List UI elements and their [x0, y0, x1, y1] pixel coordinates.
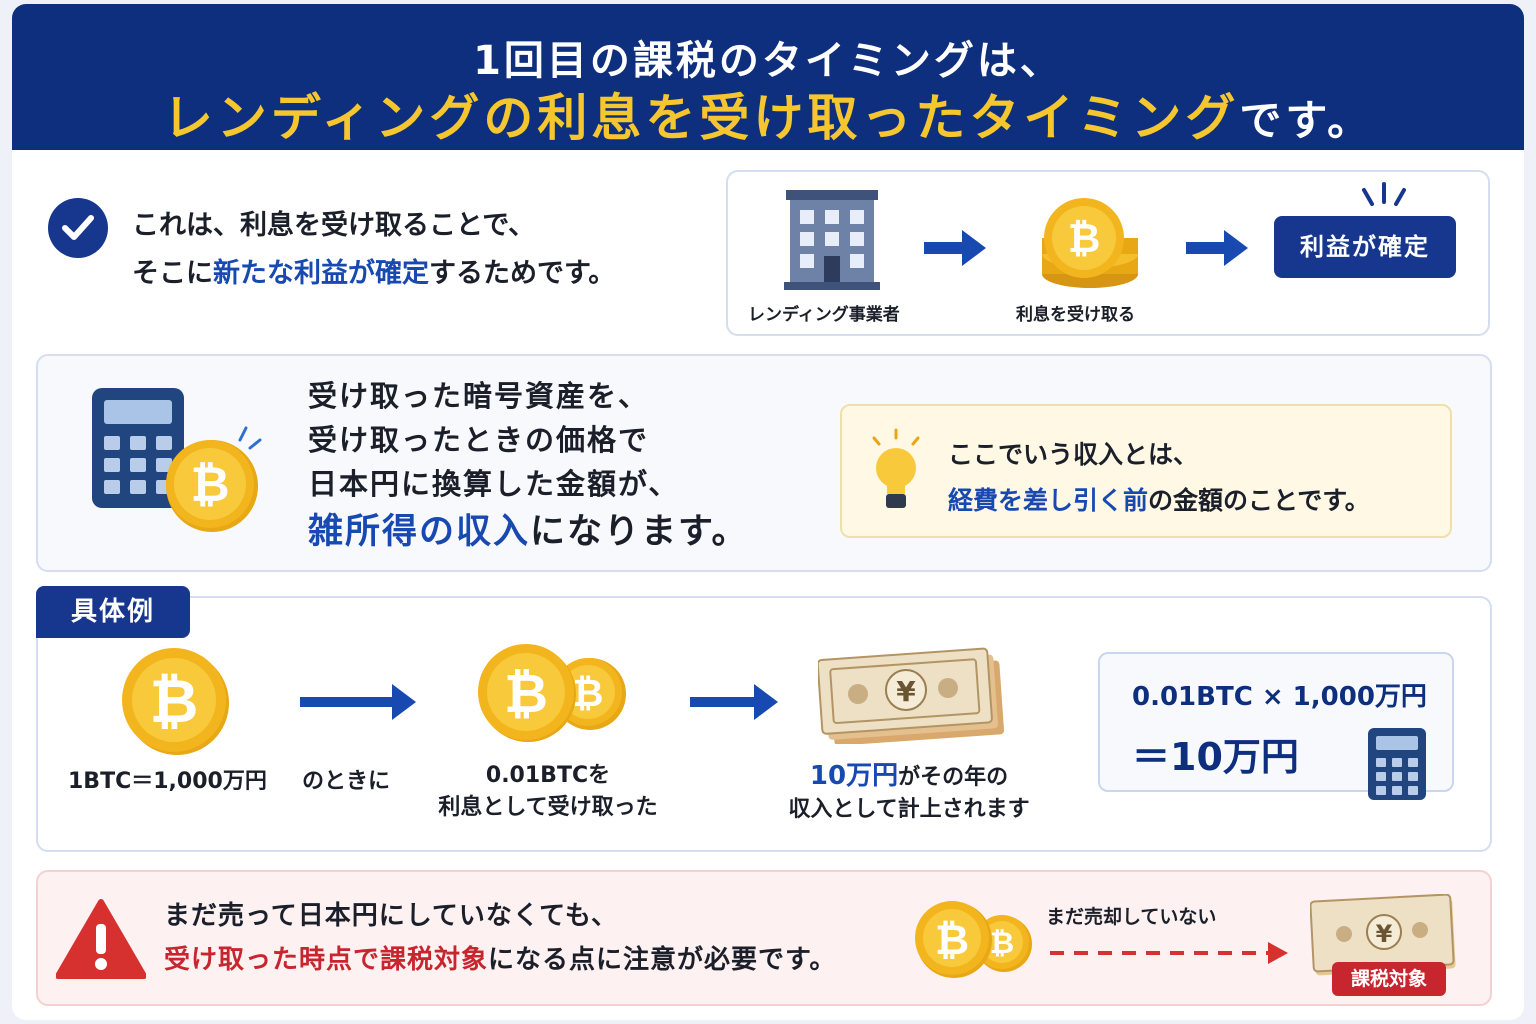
income-result-line2: 収入として計上されます [788, 797, 1030, 822]
taxable-badge: 課税対象 [1332, 962, 1446, 996]
interest-line1: 0.01BTCを [485, 763, 611, 788]
header-title-line1: 1回目の課税のタイミングは、 [473, 38, 1063, 84]
income-line1: 受け取った暗号資産を、 [308, 379, 650, 413]
svg-text:₿: ₿ [504, 662, 548, 725]
note-highlight: 経費を差し引く前 [948, 486, 1149, 515]
header-title-line2: レンディングの利息を受け取ったタイミングです。 [12, 78, 1524, 150]
header-banner: 1回目の課税のタイミングは、 レンディングの利息を受け取ったタイミングです。 [12, 4, 1524, 150]
warning-icon [56, 899, 146, 979]
header-tail: です。 [1239, 96, 1374, 145]
warning-text: まだ売って日本円にしていなくても、 受け取った時点で課税対象になる点に注意が必要… [164, 894, 836, 982]
svg-text:₿: ₿ [935, 915, 969, 964]
note-line2: 経費を差し引く前の金額のことです。 [948, 478, 1370, 524]
warning-tail: になる点に注意が必要です。 [488, 945, 837, 975]
svg-text:₿: ₿ [573, 671, 604, 715]
income-line3: 日本円に換算した金額が、 [308, 467, 680, 501]
bitcoin-coins-icon: ₿ ₿ [915, 901, 1032, 978]
income-result-tail: がその年の [898, 765, 1009, 790]
when-label: のときに [302, 769, 391, 794]
reason-text: これは、利息を受け取ることで、 そこに新たな利益が確定するためです。 [132, 202, 615, 298]
income-result-label: 10万円がその年の 収入として計上されます [766, 760, 1052, 826]
reason-line1: これは、利息を受け取ることで、 [132, 210, 536, 241]
infographic-page: 1回目の課税のタイミングは、 レンディングの利息を受け取ったタイミングです。 こ… [12, 4, 1524, 1020]
flow-step1-label: レンディング事業者 [748, 305, 900, 325]
check-icon [48, 198, 108, 258]
income-tail: になります。 [530, 512, 749, 552]
note-text: ここでいう収入とは、 経費を差し引く前の金額のことです。 [948, 432, 1370, 524]
svg-text:₿: ₿ [150, 667, 199, 737]
reason-line2-pre: そこに [132, 258, 213, 289]
banknote-icon: ¥ [1310, 894, 1456, 976]
bitcoin-coins-icon: ₿ ₿ [478, 644, 626, 742]
arrow-right-icon [300, 684, 416, 720]
header-highlight: レンディングの利息を受け取ったタイミング [162, 89, 1240, 147]
reason-highlight: 新たな利益が確定 [213, 258, 429, 289]
warning-highlight: 受け取った時点で課税対象 [164, 945, 489, 975]
income-result-highlight: 10万円 [809, 761, 899, 791]
unsold-label: まだ売却していない [1046, 906, 1217, 928]
rate-label: 1BTC＝1,000万円 [68, 769, 267, 794]
dashed-arrow-icon [1050, 942, 1288, 964]
svg-text:¥: ¥ [1376, 920, 1393, 948]
sparkle-icon [1362, 182, 1406, 206]
income-panel: ₿ 受け取った暗号資産を、 受け取ったときの価格で 日本円に換算した金額が、 雑… [36, 354, 1492, 572]
coins-icon: ₿ [1042, 198, 1138, 288]
calculator-icon: ₿ [92, 388, 262, 532]
calculation-line2: ＝10万円 [1132, 735, 1299, 779]
svg-text:¥: ¥ [896, 675, 916, 708]
income-line2: 受け取ったときの価格で [308, 423, 650, 457]
warning-line2: 受け取った時点で課税対象になる点に注意が必要です。 [164, 938, 836, 982]
building-icon [784, 190, 880, 290]
note-tail: の金額のことです。 [1148, 486, 1370, 515]
interest-label: 0.01BTCを 利息として受け取った [438, 760, 658, 824]
income-text: 受け取った暗号資産を、 受け取ったときの価格で 日本円に換算した金額が、 雑所得… [308, 374, 749, 555]
interest-line2: 利息として受け取った [438, 795, 658, 820]
note-box: ここでいう収入とは、 経費を差し引く前の金額のことです。 [840, 404, 1452, 538]
arrow-right-icon [1186, 230, 1248, 266]
svg-text:₿: ₿ [1068, 216, 1101, 262]
warning-panel: まだ売って日本円にしていなくても、 受け取った時点で課税対象になる点に注意が必要… [36, 870, 1492, 1006]
banknotes-icon: ¥ [818, 647, 1005, 744]
example-tag: 具体例 [36, 586, 190, 638]
calculation-box: 0.01BTC × 1,000万円 ＝10万円 [1098, 652, 1454, 800]
calculator-icon [1368, 728, 1426, 800]
reason-line2-post: するためです。 [429, 258, 616, 289]
warning-line1: まだ売って日本円にしていなくても、 [164, 901, 619, 931]
lightbulb-icon [872, 428, 920, 508]
calculation-line1: 0.01BTC × 1,000万円 [1132, 682, 1427, 712]
flow-step2-label: 利息を受け取る [1016, 305, 1135, 325]
reason-line2: そこに新たな利益が確定するためです。 [132, 250, 615, 298]
flow-panel: レンディング事業者 ₿ 利息を受け取る 利益が確定 [726, 170, 1490, 336]
income-result-line1: 10万円がその年の [766, 760, 1052, 794]
svg-text:₿: ₿ [190, 457, 229, 513]
note-line1: ここでいう収入とは、 [948, 440, 1199, 469]
bitcoin-coin-icon: ₿ [122, 648, 229, 755]
profit-confirmed-badge: 利益が確定 [1274, 216, 1456, 278]
svg-text:₿: ₿ [990, 926, 1014, 961]
income-highlight: 雑所得の収入 [308, 512, 531, 552]
arrow-right-icon [690, 684, 778, 720]
income-line4: 雑所得の収入になります。 [308, 510, 749, 555]
arrow-right-icon [924, 230, 986, 266]
